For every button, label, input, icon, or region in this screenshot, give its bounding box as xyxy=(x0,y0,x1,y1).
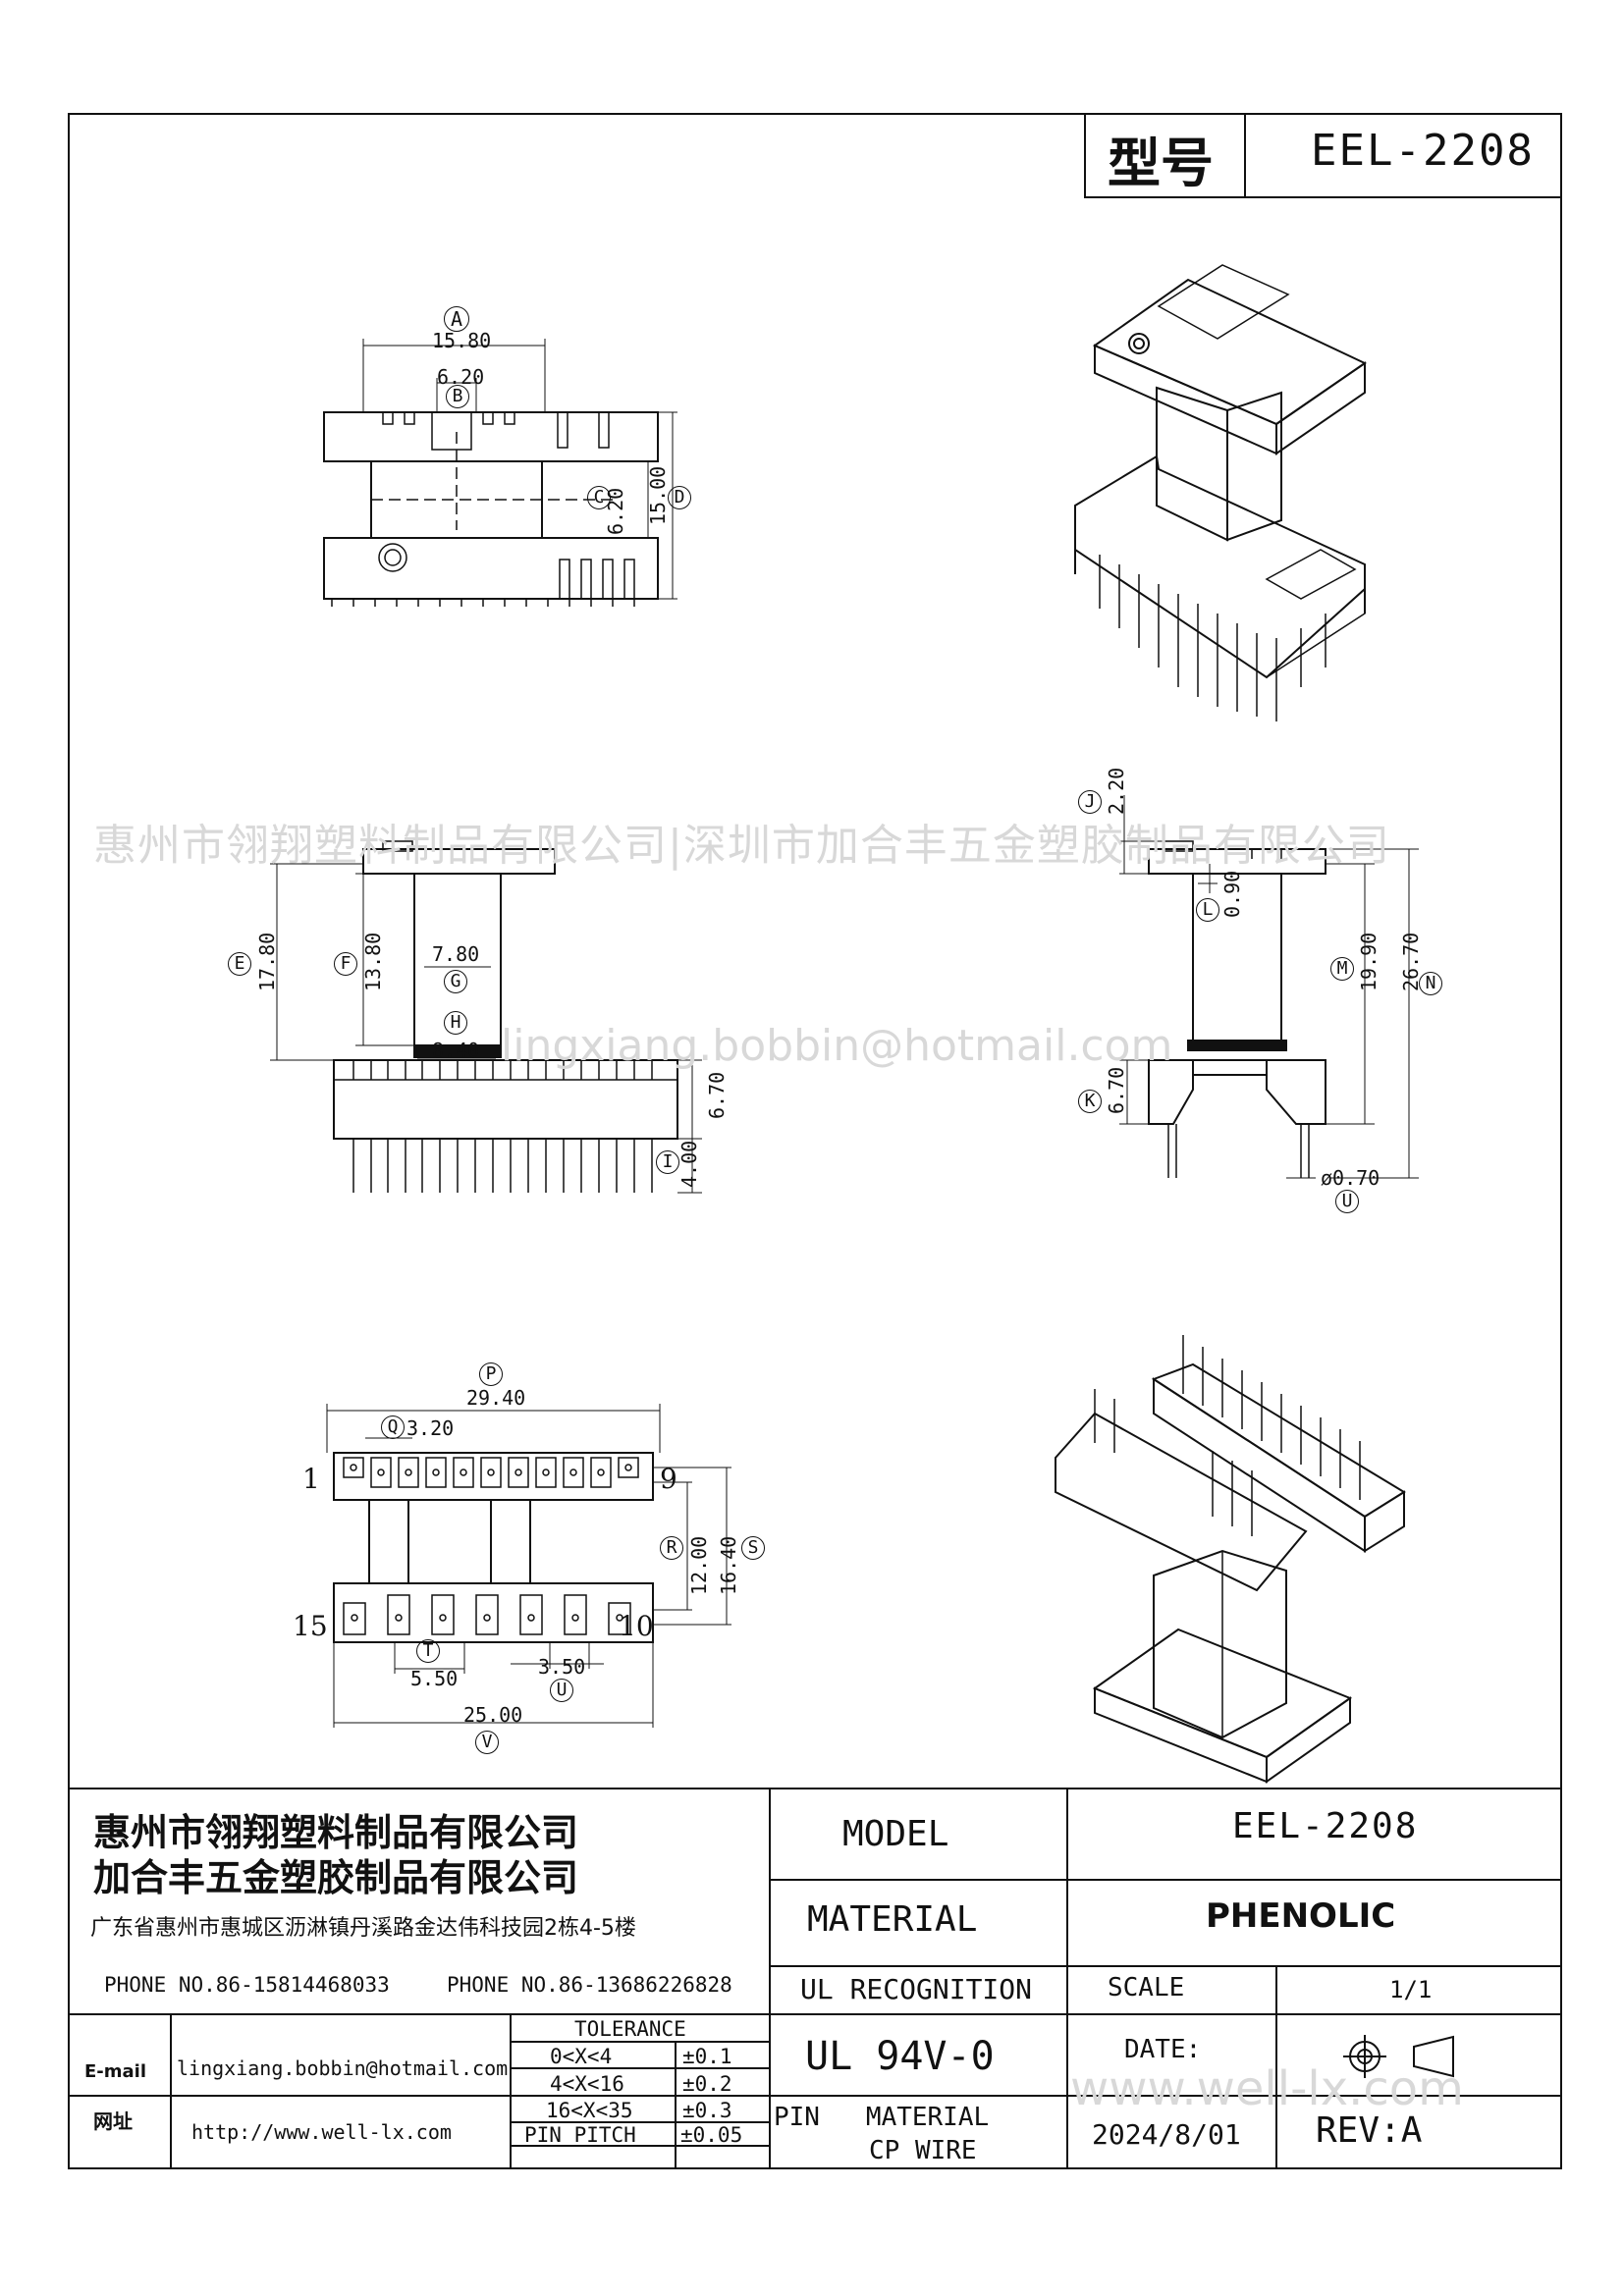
web-label: 网址 xyxy=(93,2109,133,2133)
ul-label: UL RECOGNITION xyxy=(800,1973,1033,2005)
header-model-label: 型号 xyxy=(1108,133,1214,194)
scale-value: 1/1 xyxy=(1389,1976,1433,2003)
marker-N: N xyxy=(1419,972,1442,995)
dim-T: 5.50 xyxy=(410,1667,459,1690)
dim-U: 3.50 xyxy=(538,1655,586,1679)
pin-material-label: PIN MATERIAL xyxy=(774,2103,990,2132)
pin-label-9: 9 xyxy=(660,1463,677,1495)
tolerance-value-4: ±0.05 xyxy=(680,2123,743,2147)
company-line1: 惠州市翎翔塑料制品有限公司 xyxy=(93,1811,579,1854)
marker-pin-dia: U xyxy=(1335,1190,1359,1213)
header-model-value: EEL-2208 xyxy=(1311,126,1535,176)
marker-Q: Q xyxy=(381,1415,405,1439)
top-view xyxy=(323,339,677,607)
tolerance-range-3: 16<X<35 xyxy=(546,2099,633,2122)
marker-K: K xyxy=(1078,1090,1102,1113)
dim-I2: 4.00 xyxy=(677,1140,701,1188)
revision: REV:A xyxy=(1316,2110,1423,2151)
dim-Q: 3.20 xyxy=(406,1416,455,1440)
model-label: MODEL xyxy=(842,1814,949,1854)
dim-F: 13.80 xyxy=(361,932,385,991)
pin-material-value: CP WIRE xyxy=(869,2136,977,2165)
dim-D: 15.00 xyxy=(646,465,670,525)
marker-B: B xyxy=(446,385,469,408)
isometric-view-bottom xyxy=(1055,1335,1406,1784)
marker-U: U xyxy=(550,1679,573,1702)
bottom-view xyxy=(326,1404,731,1728)
pin-label-15: 15 xyxy=(293,1610,328,1642)
pin-label-1: 1 xyxy=(302,1463,320,1495)
watermark-email: lingxiang.bobbin@hotmail.com xyxy=(501,1021,1173,1071)
tolerance-range-4: PIN PITCH xyxy=(524,2123,636,2147)
front-view xyxy=(270,840,702,1194)
tolerance-range-1: 0<X<4 xyxy=(550,2045,613,2068)
marker-A: A xyxy=(444,306,469,332)
marker-D: D xyxy=(668,486,691,509)
marker-M: M xyxy=(1330,957,1354,981)
marker-H: H xyxy=(444,1011,467,1035)
marker-C: C xyxy=(587,486,611,509)
marker-I: I xyxy=(656,1150,679,1174)
dim-H: 8.40 xyxy=(432,1039,480,1062)
dim-L: 0.90 xyxy=(1220,870,1244,918)
phone-2: PHONE NO.86-13686226828 xyxy=(447,1973,732,1997)
pin-label-10: 10 xyxy=(619,1610,654,1642)
tolerance-title: TOLERANCE xyxy=(574,2017,686,2041)
side-view xyxy=(1119,795,1419,1179)
tolerance-value-1: ±0.1 xyxy=(682,2045,732,2068)
tolerance-value-3: ±0.3 xyxy=(682,2099,732,2122)
marker-F: F xyxy=(334,952,357,976)
projection-symbol xyxy=(1343,2035,1454,2078)
marker-S: S xyxy=(741,1536,765,1560)
watermark-web: www.well-lx.com xyxy=(1070,2061,1464,2116)
dim-M: 19.90 xyxy=(1357,932,1380,991)
marker-L: L xyxy=(1196,898,1219,922)
company-address: 广东省惠州市惠城区沥淋镇丹溪路金达伟科技园2栋4-5楼 xyxy=(90,1916,636,1941)
dim-G: 7.80 xyxy=(432,942,480,966)
dim-V: 25.00 xyxy=(463,1703,523,1727)
dim-J: 2.20 xyxy=(1105,767,1128,815)
tolerance-value-2: ±0.2 xyxy=(682,2072,732,2096)
dim-pin-dia: ø0.70 xyxy=(1321,1166,1380,1190)
dim-I1: 6.70 xyxy=(705,1071,729,1119)
sheet-border xyxy=(68,113,1562,2169)
dim-A: 15.80 xyxy=(432,329,492,352)
scale-label: SCALE xyxy=(1108,1973,1185,2002)
material-value: PHENOLIC xyxy=(1206,1896,1396,1936)
title-block-grid xyxy=(69,1788,1561,2168)
date-value: 2024/8/01 xyxy=(1092,2118,1241,2151)
material-label: MATERIAL xyxy=(807,1899,978,1940)
dim-S: 16.40 xyxy=(717,1535,740,1595)
marker-P: P xyxy=(479,1362,503,1386)
dim-C: 6.20 xyxy=(604,487,627,535)
marker-E: E xyxy=(228,952,251,976)
marker-J: J xyxy=(1078,790,1102,814)
marker-T: T xyxy=(416,1639,440,1663)
isometric-view-top xyxy=(1074,264,1367,721)
model-value: EEL-2208 xyxy=(1232,1806,1419,1846)
marker-G: G xyxy=(444,970,467,993)
dim-P: 29.40 xyxy=(466,1386,526,1410)
email-label: E-mail xyxy=(84,2061,147,2082)
company-line2: 加合丰五金塑胶制品有限公司 xyxy=(93,1856,579,1899)
marker-V: V xyxy=(475,1731,499,1754)
date-label: DATE: xyxy=(1124,2035,1202,2064)
header-model-box xyxy=(1084,113,1562,198)
dim-R: 12.00 xyxy=(687,1535,711,1595)
watermark-company: 惠州市翎翔塑料制品有限公司|深圳市加合丰五金塑胶制品有限公司 xyxy=(93,821,1390,871)
phone-1: PHONE NO.86-15814468033 xyxy=(104,1973,390,1997)
tolerance-range-2: 4<X<16 xyxy=(550,2072,624,2096)
marker-R: R xyxy=(660,1536,683,1560)
ul-value: UL 94V-0 xyxy=(805,2034,995,2079)
web-value[interactable]: http://www.well-lx.com xyxy=(191,2120,452,2144)
dim-E: 17.80 xyxy=(255,932,279,991)
dim-K: 6.70 xyxy=(1105,1066,1128,1114)
email-value[interactable]: lingxiang.bobbin@hotmail.com xyxy=(177,2056,509,2080)
